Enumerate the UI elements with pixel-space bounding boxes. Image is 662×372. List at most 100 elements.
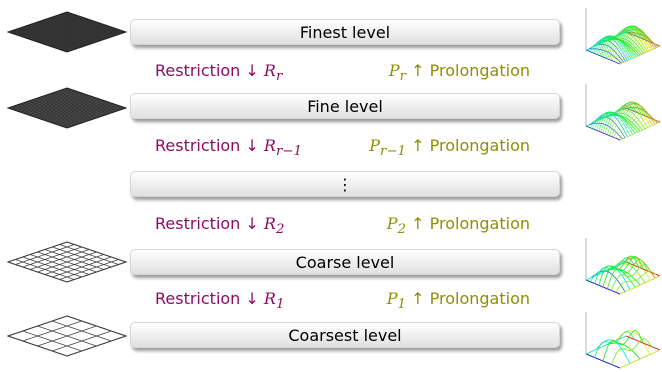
surface-line (606, 258, 648, 289)
grid-line (52, 92, 112, 114)
down-arrow-icon: ↓ (245, 289, 259, 308)
surface-line (589, 260, 631, 283)
up-arrow-icon: ↑ (411, 289, 425, 308)
grid-line (56, 104, 116, 125)
prolongation-subscript: r−1 (380, 144, 407, 160)
grid-line (54, 103, 114, 124)
coarsest-level-label: Coarsest level (288, 325, 402, 345)
grid-line (64, 31, 124, 52)
fine-surface-plot-icon (585, 84, 661, 141)
grid-line (37, 251, 97, 273)
coarse-grid-icon (6, 241, 128, 283)
grid-line (59, 259, 119, 280)
restriction-symbol: R (263, 61, 276, 80)
surface-line (611, 264, 652, 291)
grid-line (63, 30, 123, 51)
surface-line (608, 31, 650, 60)
down-arrow-icon: ↓ (245, 214, 259, 233)
fine-level-label: Fine level (307, 96, 383, 116)
surface-line (619, 121, 661, 141)
surface-line (609, 107, 650, 136)
grid-line (52, 330, 112, 352)
grid-line (52, 102, 112, 124)
surface-line (617, 120, 658, 140)
prolongation-symbol: P (386, 214, 398, 233)
grid-line (39, 97, 99, 118)
surface-line (615, 117, 656, 139)
surface-line (611, 338, 652, 365)
grid-line (66, 11, 127, 33)
grid-line (58, 90, 118, 112)
grid-line (64, 107, 124, 128)
grid-line (66, 315, 127, 337)
prolongation-label-r-minus-1: Pr−1 ↑ Prolongation (369, 136, 530, 159)
grid-line (58, 14, 118, 36)
grid-line (41, 99, 101, 120)
surface-line (607, 29, 648, 59)
up-arrow-icon: ↑ (411, 136, 425, 155)
grid-line (66, 107, 127, 129)
surface-line (600, 101, 642, 133)
fine-level-box: Fine level (130, 93, 560, 119)
restriction-subscript: 2 (275, 222, 285, 238)
grid-line (37, 97, 97, 119)
surface-line (613, 113, 654, 138)
restriction-symbol: R (263, 214, 276, 233)
grid-line (57, 28, 117, 49)
grid-line (66, 261, 127, 283)
grid-line (45, 94, 105, 116)
grid-line (59, 244, 119, 265)
restriction-text: Restriction (155, 289, 241, 308)
grid-line (59, 29, 119, 50)
prolongation-text: Prolongation (429, 136, 530, 155)
coarsest-level-box: Coarsest level (130, 322, 560, 348)
prolongation-text: Prolongation (429, 289, 530, 308)
prolongation-text: Prolongation (429, 61, 530, 80)
prolongation-symbol: P (369, 136, 380, 155)
grid-line (66, 87, 127, 109)
grid-line (62, 106, 122, 127)
grid-line (66, 335, 127, 357)
grid-line (62, 89, 122, 110)
down-arrow-icon: ↓ (245, 136, 259, 155)
prolongation-subscript: 2 (397, 222, 407, 238)
grid-line (62, 13, 122, 34)
prolongation-subscript: r (399, 69, 407, 85)
surface-line (619, 349, 661, 369)
plot-axes (585, 312, 661, 369)
surface-line (615, 40, 656, 63)
surface-line (610, 33, 651, 61)
restriction-symbol: R (263, 136, 276, 155)
surface-line (615, 270, 657, 293)
finest-level-box: Finest level (130, 19, 560, 45)
coarse-surface-plot-icon (585, 238, 661, 295)
surface-line (602, 255, 644, 288)
restriction-label-r: Restriction ↓ Rr (155, 61, 282, 84)
prolongation-symbol: P (388, 61, 400, 80)
grid-line (41, 96, 101, 117)
grid-line (58, 28, 118, 50)
coarse-level-label: Coarse level (295, 252, 395, 272)
restriction-symbol: R (263, 289, 276, 308)
grid-line (65, 12, 125, 33)
grid-line (64, 88, 124, 109)
restriction-text: Restriction (155, 136, 241, 155)
grid-line (44, 254, 105, 275)
finest-surface-plot-icon (585, 8, 661, 65)
surface-line (604, 26, 645, 58)
grid-line (52, 320, 112, 342)
grid-line (44, 249, 105, 270)
grid-line (47, 101, 108, 122)
grid-line (59, 14, 119, 35)
surface-line (611, 110, 652, 137)
surface-line (616, 43, 657, 63)
grid-line (43, 95, 103, 117)
prolongation-text: Prolongation (429, 214, 530, 233)
intermediate-levels-box: ⋮ (130, 171, 560, 197)
surface-line (602, 329, 644, 362)
prolongation-label-r: Pr ↑ Prolongation (389, 61, 530, 84)
grid-line (62, 30, 122, 51)
grid-line (37, 325, 97, 347)
surface-line (602, 102, 644, 134)
